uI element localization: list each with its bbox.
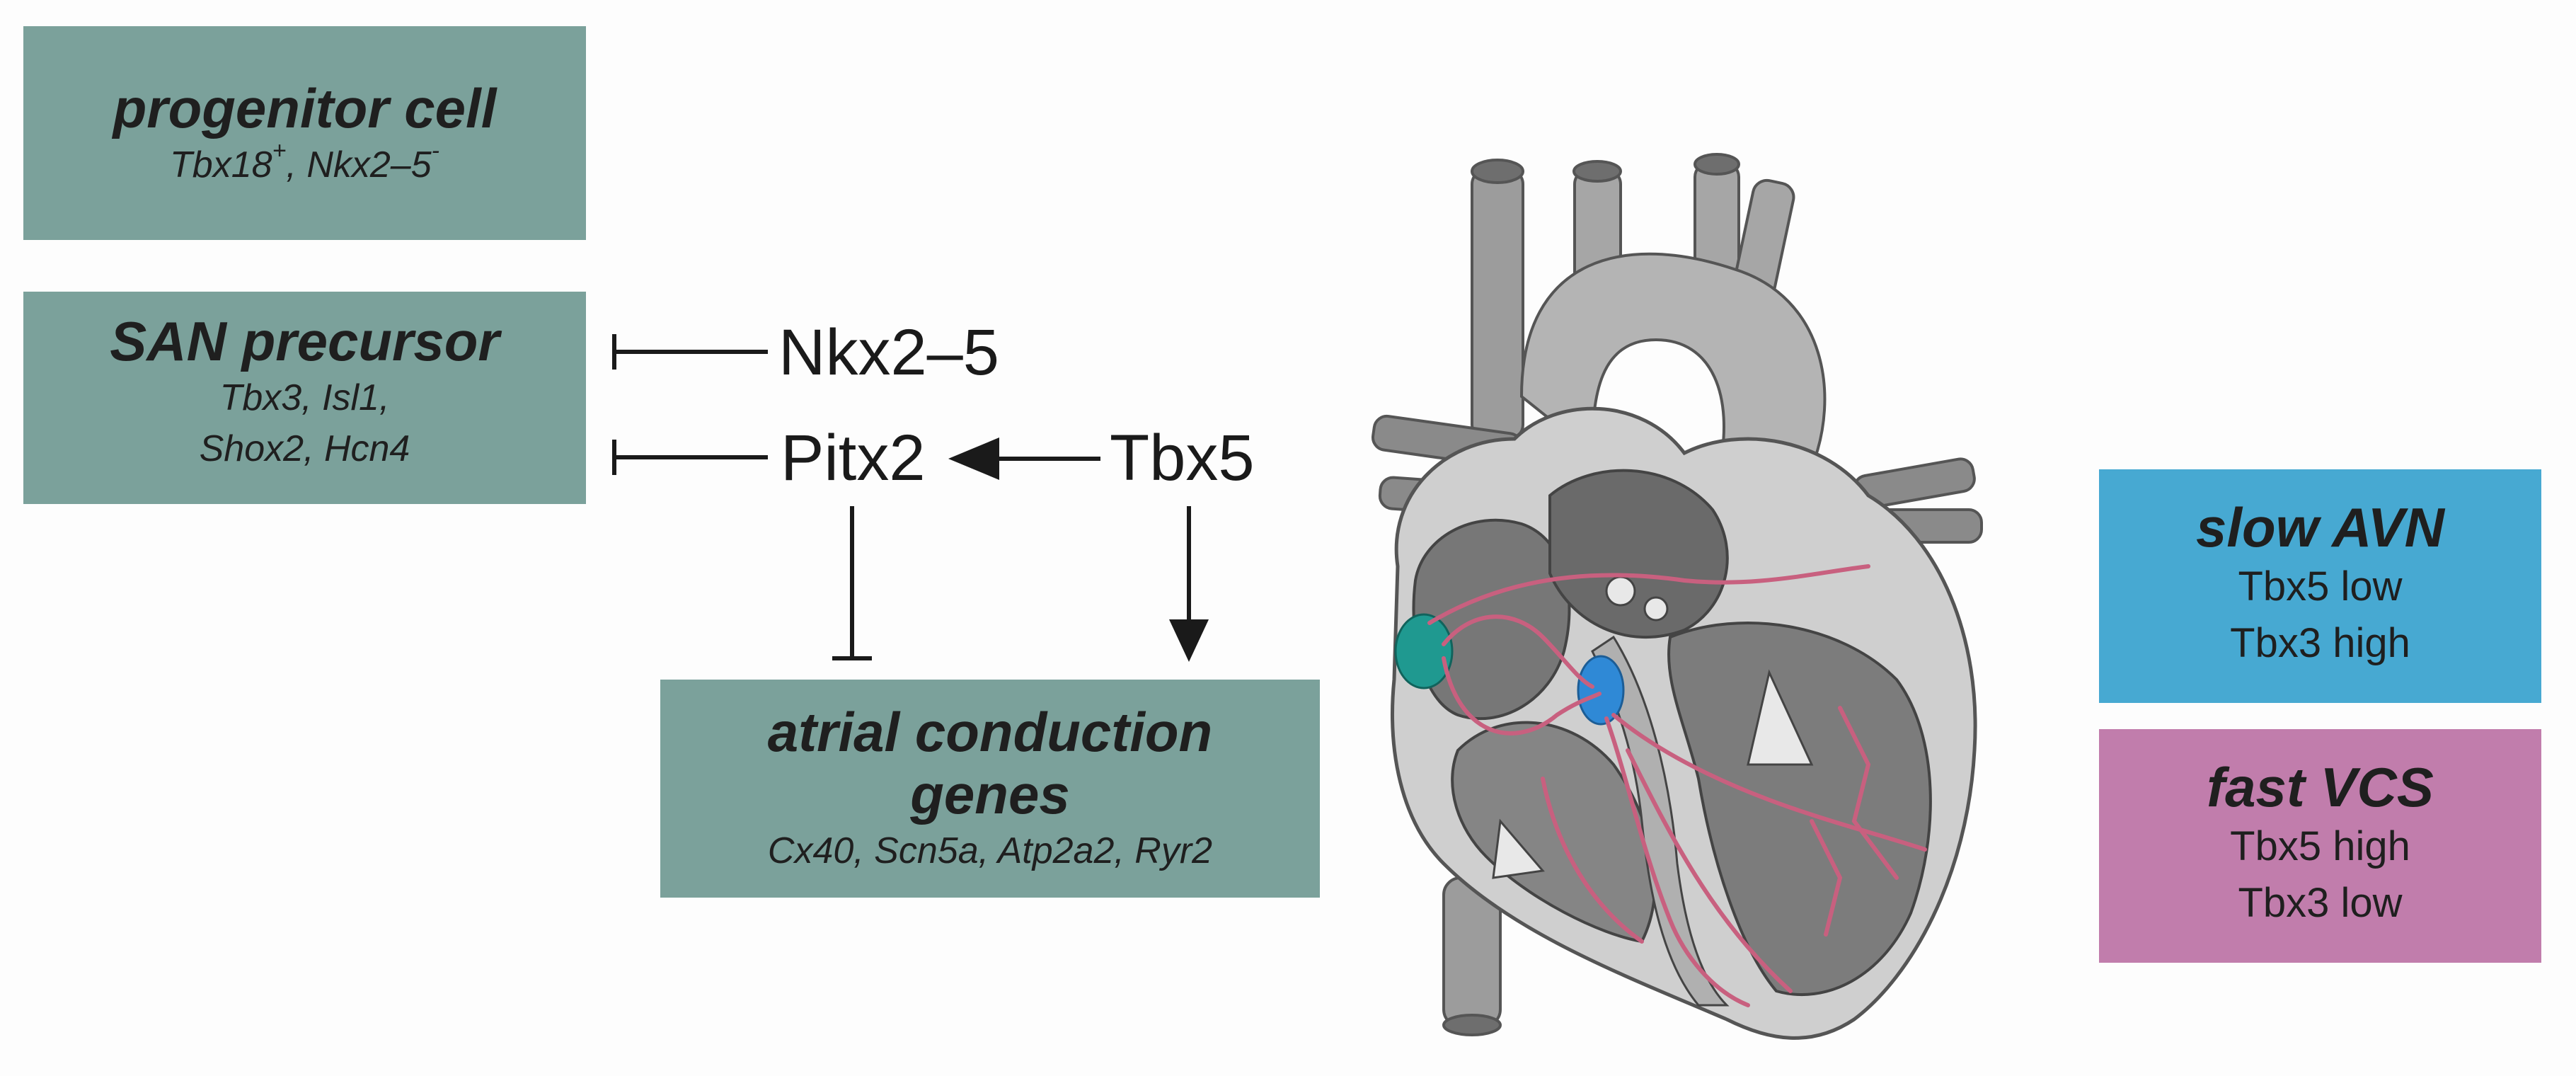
slow-avn-tbx3: Tbx3 high (2230, 620, 2410, 666)
gene-pitx2: Pitx2 (781, 422, 926, 494)
fast-vcs-tbx3: Tbx3 low (2238, 880, 2403, 926)
right-ventricle-chamber (1451, 721, 1657, 944)
slow-avn-title: slow AVN (2195, 496, 2445, 559)
fast-vcs-box: fast VCS Tbx5 high Tbx3 low (2099, 729, 2541, 963)
tbx5-activates-pitx2-arrow (948, 437, 1100, 480)
slow-avn-tbx5: Tbx5 low (2238, 563, 2403, 609)
marker-name: Nkx2–5 (306, 144, 432, 185)
atrial-title-line1: atrial conduction (767, 701, 1213, 763)
progenitor-cell-title: progenitor cell (113, 77, 497, 139)
heart-illustration (1372, 153, 1983, 1040)
san-precursor-genes-line1: Tbx3, Isl1, (219, 377, 390, 418)
gene-nkx25: Nkx2–5 (778, 316, 999, 389)
san-precursor-genes-line2: Shox2, Hcn4 (199, 428, 410, 469)
marker-separator: , (286, 144, 307, 185)
fast-vcs-title: fast VCS (2207, 756, 2434, 818)
progenitor-cell-box: progenitor cell Tbx18+, Nkx2–5- (23, 26, 586, 240)
san-precursor-box: SAN precursor Tbx3, Isl1, Shox2, Hcn4 (23, 292, 586, 504)
gene-tbx5: Tbx5 (1110, 422, 1255, 494)
sinoatrial-node (1394, 613, 1454, 689)
slow-avn-box: slow AVN Tbx5 low Tbx3 high (2099, 469, 2541, 703)
fast-vcs-tbx5: Tbx5 high (2230, 823, 2410, 869)
nkx25-inhibition-arrow (612, 334, 768, 370)
left-atrium-chamber (1548, 469, 1729, 639)
heart-valves (1492, 576, 1814, 879)
atrial-gene-list: Cx40, Scn5a, Atp2a2, Ryr2 (767, 830, 1213, 871)
pitx2-inhibition-arrow (612, 440, 768, 475)
tbx5-activates-atrial-arrow (1169, 506, 1209, 662)
conduction-system (1427, 564, 1927, 1007)
pitx2-inhibits-atrial-arrow (832, 506, 872, 660)
marker-sign: - (431, 137, 439, 164)
atrial-title-line2: genes (910, 763, 1070, 825)
atrial-conduction-genes-box: atrial conduction genes Cx40, Scn5a, Atp… (660, 680, 1320, 898)
atrioventricular-node (1577, 655, 1625, 726)
marker-name: Tbx18 (170, 144, 272, 185)
san-precursor-title: SAN precursor (110, 310, 500, 372)
progenitor-markers: Tbx18+, Nkx2–5- (23, 139, 586, 190)
marker-sign: + (272, 137, 287, 164)
